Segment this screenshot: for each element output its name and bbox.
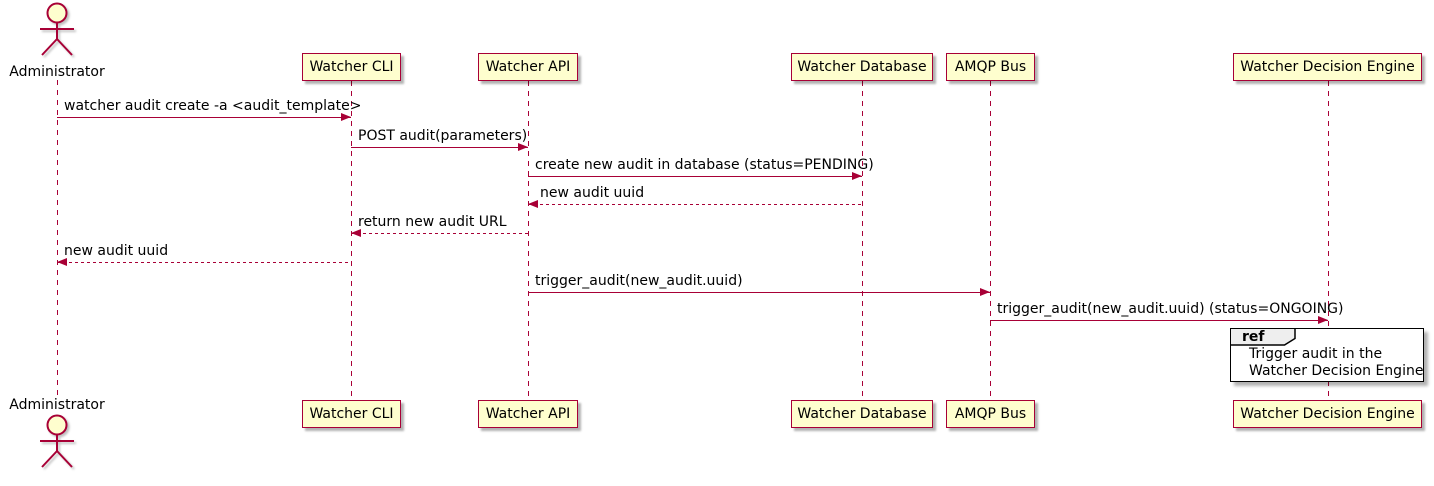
- message-4-line: [528, 204, 862, 205]
- ref-keyword: ref: [1242, 329, 1265, 345]
- ref-text-line-2: Watcher Decision Engine: [1249, 362, 1424, 379]
- participant-watcher-cli-bottom: Watcher CLI: [302, 400, 401, 428]
- lifeline-watcher-database: [862, 81, 863, 400]
- lifeline-watcher-cli: [351, 81, 352, 400]
- arrowhead-right-icon: [852, 172, 862, 180]
- participant-watcher-api-bottom: Watcher API: [478, 400, 578, 428]
- message-1-line: [57, 117, 351, 118]
- arrowhead-left-icon: [57, 258, 67, 266]
- ref-fragment: ref Trigger audit in the Watcher Decisio…: [1229, 327, 1424, 382]
- message-6-label: new audit uuid: [64, 243, 169, 259]
- actor-label-bottom: Administrator: [9, 397, 105, 413]
- message-7-line: [528, 292, 990, 293]
- message-2-label: POST audit(parameters): [358, 128, 528, 144]
- lifeline-watcher-decision-engine: [1328, 81, 1329, 400]
- arrowhead-left-icon: [351, 229, 361, 237]
- ref-tab-outline: [1229, 327, 1296, 346]
- message-1-label: watcher audit create -a <audit_template>: [64, 98, 362, 114]
- actor-label-top: Administrator: [9, 64, 105, 80]
- message-5-label: return new audit URL: [358, 214, 507, 230]
- arrowhead-right-icon: [980, 288, 990, 296]
- arrowhead-left-icon: [528, 200, 538, 208]
- actor-icon: [40, 2, 74, 56]
- message-8-label: trigger_audit(new_audit.uuid) (status=ON…: [997, 301, 1344, 317]
- message-3-line: [528, 176, 862, 177]
- lifeline-amqp-bus: [990, 81, 991, 400]
- message-4-label: new audit uuid: [540, 185, 645, 201]
- participant-watcher-database-top: Watcher Database: [791, 53, 933, 81]
- participant-watcher-api-top: Watcher API: [478, 53, 578, 81]
- message-7-label: trigger_audit(new_audit.uuid): [535, 273, 743, 289]
- participant-watcher-decision-engine-bottom: Watcher Decision Engine: [1233, 400, 1422, 428]
- ref-text-line-1: Trigger audit in the: [1249, 346, 1383, 362]
- actor-icon: [40, 414, 74, 468]
- ref-text: Trigger audit in the Watcher Decision En…: [1249, 346, 1423, 379]
- message-6-line: [57, 262, 351, 263]
- arrowhead-right-icon: [518, 143, 528, 151]
- message-3-label: create new audit in database (status=PEN…: [535, 157, 874, 173]
- participant-watcher-cli-top: Watcher CLI: [302, 53, 401, 81]
- message-2-line: [351, 147, 528, 148]
- arrowhead-right-icon: [1318, 316, 1328, 324]
- participant-amqp-bus-bottom: AMQP Bus: [946, 400, 1035, 428]
- arrowhead-right-icon: [341, 113, 351, 121]
- lifeline-watcher-api: [528, 81, 529, 400]
- participant-watcher-decision-engine-top: Watcher Decision Engine: [1233, 53, 1422, 81]
- participant-amqp-bus-top: AMQP Bus: [946, 53, 1035, 81]
- message-5-line: [351, 233, 528, 234]
- participant-watcher-database-bottom: Watcher Database: [791, 400, 933, 428]
- message-8-line: [990, 320, 1328, 321]
- lifeline-administrator: [57, 80, 58, 398]
